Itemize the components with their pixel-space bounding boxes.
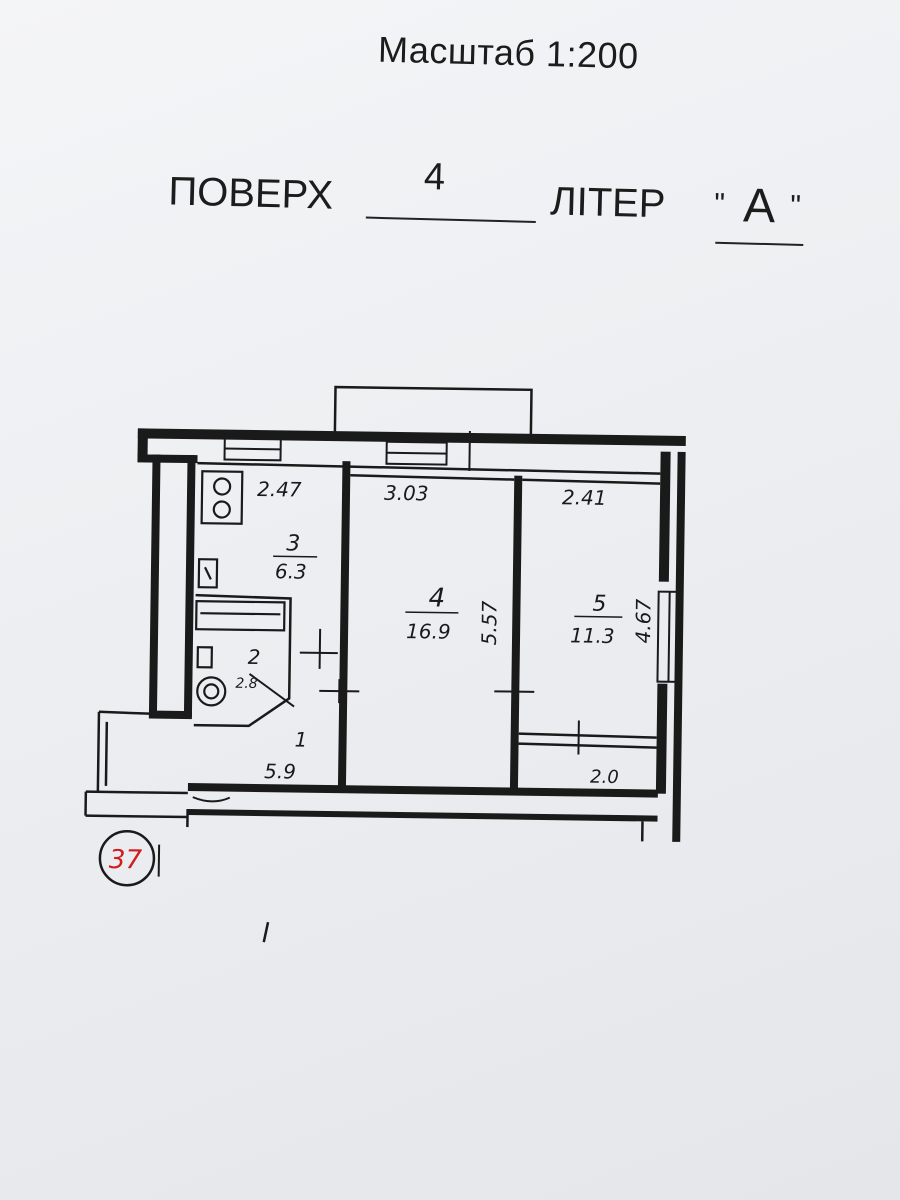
door-marks [192,628,580,803]
dim-closet-width: 2.0 [590,767,619,788]
windows [223,430,682,683]
room-area: 5.9 [264,759,296,783]
outer-walls [137,428,686,842]
room-5-label: 5 11.3 [570,592,623,648]
room-number: 3 [286,531,300,556]
room-area: 2.8 [235,676,258,692]
room-3-label: 3 6.3 [273,531,318,584]
dim-room4-width: 3.03 [384,481,429,506]
dim-room5-length: 4.67 [631,598,656,643]
apartment-number: 37 [109,845,143,875]
dim-room5-width: 2.41 [562,485,607,510]
apartment-number-stamp: 37 [98,829,161,887]
room-number: 4 [428,583,445,613]
interior-walls [84,461,661,842]
room-1-label: 1 5.9 [264,728,308,784]
room-area: 11.3 [570,623,615,648]
pen-mark [262,921,270,943]
room-area: 16.9 [406,619,451,644]
room-number: 5 [592,592,606,617]
room-number: 2 [248,645,261,669]
kitchen-fixtures [197,470,244,589]
dim-room3-width: 2.47 [257,477,302,502]
dim-room4-length: 5.57 [477,600,502,645]
room-number: 1 [294,728,307,752]
room-4-label: 4 16.9 [405,583,459,644]
room-2-label: 2 2.8 [235,645,260,692]
bathroom-fixtures [195,600,286,707]
room-area: 6.3 [275,559,307,583]
